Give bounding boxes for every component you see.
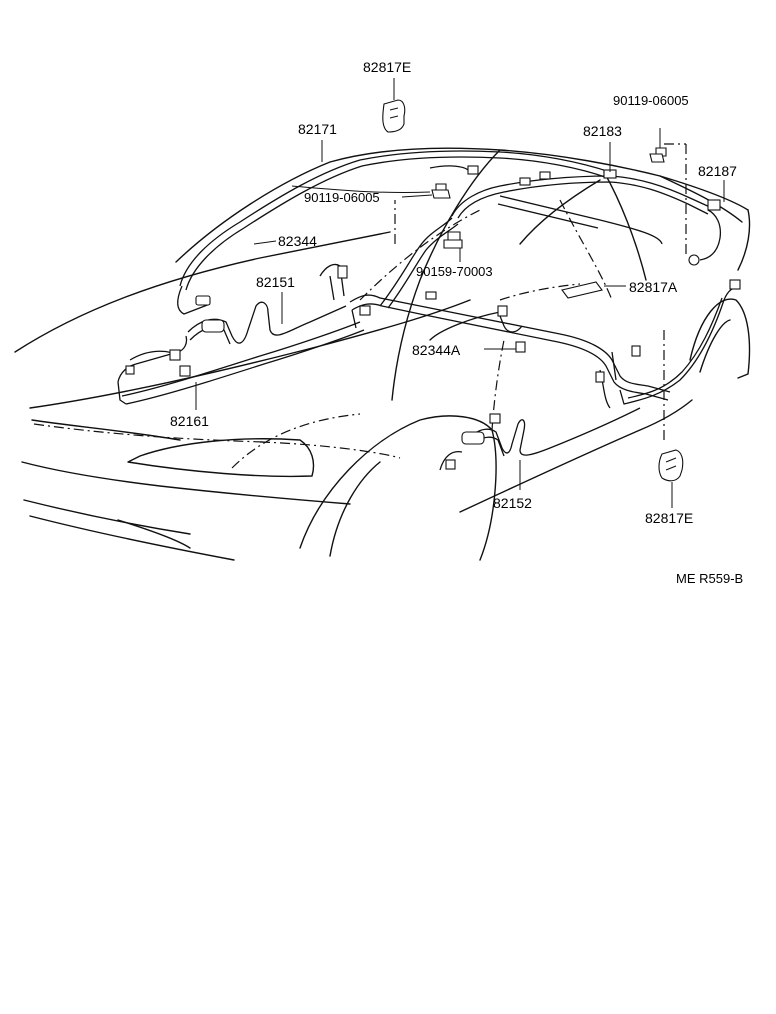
label-right-side-harness: 82183	[583, 123, 622, 139]
label-clip-center: 82817A	[629, 279, 678, 295]
label-front-connector: 82344	[278, 233, 317, 249]
floor-connector-a	[359, 305, 371, 316]
center-connector	[515, 341, 526, 353]
car-body-outline	[14, 143, 751, 561]
rear-floor-connector-c	[595, 371, 605, 383]
cowl-connector-a	[169, 349, 181, 361]
roof-front-connector	[195, 295, 211, 306]
figure-code: ME R559-B	[676, 571, 743, 586]
label-rear-harness: 82187	[698, 163, 737, 179]
label-bolt-center: 90119-06005	[304, 190, 380, 205]
rear-connector	[707, 199, 721, 211]
screw-center-part	[443, 231, 463, 249]
label-center-connector: 82344A	[412, 342, 461, 358]
rear-floor-connector-d	[631, 345, 641, 357]
bolt-center-part	[431, 183, 451, 199]
rear-grommet	[688, 254, 700, 266]
cowl-connector-b	[179, 365, 191, 377]
clip-top-part	[382, 99, 406, 133]
part-labels: 82817E 82171 90119-06005 82183 82187 901…	[170, 59, 743, 586]
rear-floor-connector-e	[729, 279, 741, 290]
clip-center-part	[561, 281, 603, 299]
harness-floor-main	[349, 217, 671, 401]
cowl-connector-c	[125, 365, 135, 375]
grommet-front	[201, 319, 225, 333]
floor-connector-c	[497, 305, 508, 317]
harness-right-side-82183	[451, 169, 713, 245]
rear-floor-connector-a	[445, 459, 456, 470]
label-rear-floor-harness: 82152	[493, 495, 532, 511]
floor-connector-b	[425, 291, 437, 300]
harness-front-82151	[187, 263, 348, 345]
label-clip-bottom: 82817E	[645, 510, 693, 526]
label-clip-top: 82817E	[363, 59, 411, 75]
clip-bottom-part	[658, 449, 684, 482]
leader-lines	[195, 78, 725, 508]
harness-roof-82171	[177, 150, 611, 315]
rear-floor-connector-b	[489, 413, 501, 424]
bolt-top-right-part	[649, 128, 667, 163]
label-cowl-harness: 82161	[170, 413, 209, 429]
harness-rear-82187	[688, 199, 722, 266]
roof-lamp-connector	[467, 165, 479, 175]
grommet-rear	[461, 431, 485, 445]
side-connector-a	[519, 177, 531, 186]
side-connector-b	[539, 171, 551, 180]
harness-cowl-82161	[117, 321, 365, 405]
front-harness-connector	[337, 265, 348, 279]
label-bolt-screw: 90159-70003	[416, 264, 493, 279]
label-bolt-top-right: 90119-06005	[613, 93, 689, 108]
label-front-harness: 82151	[256, 274, 295, 290]
harness-rear-floor-82152	[439, 279, 741, 471]
label-roof-harness: 82171	[298, 121, 337, 137]
